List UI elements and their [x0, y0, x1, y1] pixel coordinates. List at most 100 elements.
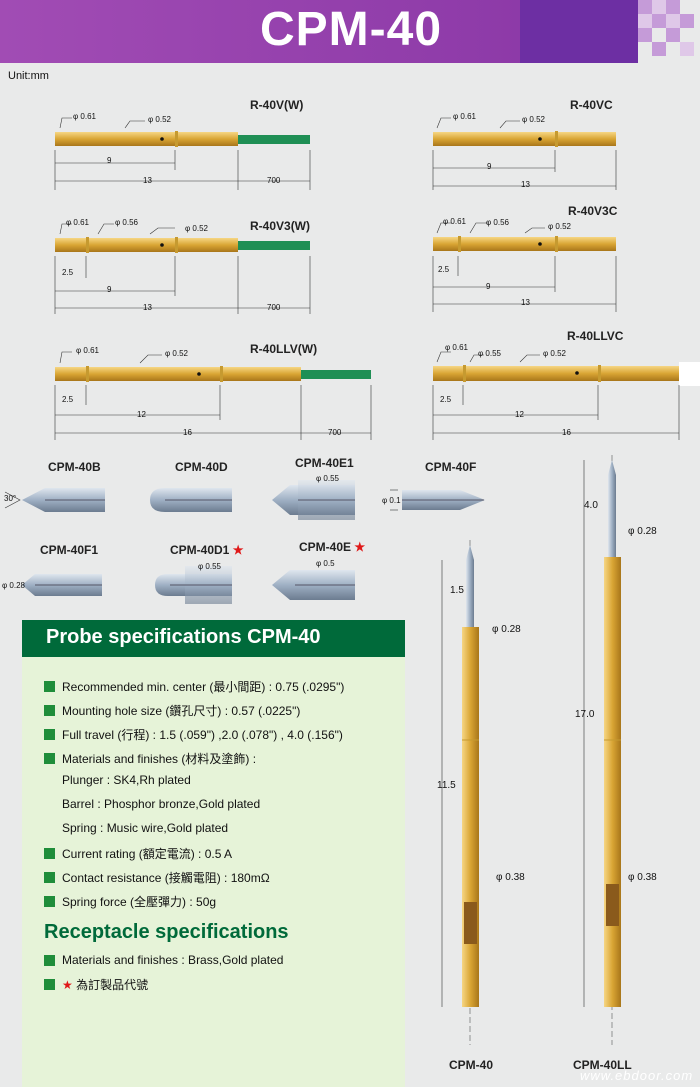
- label-tip-f: CPM-40F: [425, 460, 477, 474]
- tip-cpm40b: [4, 488, 105, 512]
- spec-item: Spring force (全壓彈力) : 50g: [44, 893, 216, 910]
- note-tip-e: φ 0.5: [316, 559, 335, 568]
- dim-r40llvc-s: 2.5: [440, 395, 452, 404]
- dim-r40vc-b: 13: [521, 180, 530, 189]
- dim-cpm40ll-tip: φ 0.28: [628, 526, 657, 537]
- tip-cpm40f1: [22, 574, 102, 596]
- spec-item: Mounting hole size (鑽孔尺寸) : 0.57 (.0225"…: [44, 702, 300, 719]
- note-tip-f1: φ 0.28: [2, 581, 25, 590]
- unit-label: Unit:mm: [8, 70, 49, 82]
- bullet-icon: [44, 979, 55, 990]
- dim-r40vw-b: 13: [143, 176, 152, 185]
- label-tip-d1: CPM-40D1 ★: [170, 543, 244, 557]
- dim-r40v3c-b: 13: [521, 298, 530, 307]
- dim-r40v3w-c: 700: [267, 303, 281, 312]
- dim-cpm40-tip: φ 0.28: [492, 624, 521, 635]
- spec-header: [22, 620, 405, 657]
- dim-r40v3c-d2: φ 0.56: [486, 218, 509, 227]
- dim-cpm40-body: 11.5: [437, 780, 456, 791]
- receptacle-item: ★ 為訂製品代號: [44, 976, 148, 993]
- label-r40vc: R-40VC: [570, 98, 613, 112]
- probe-r40vw: [54, 117, 311, 190]
- label-tip-f1: CPM-40F1: [40, 543, 99, 557]
- dim-r40vw-a: 9: [107, 156, 112, 165]
- label-tip-d: CPM-40D: [175, 460, 228, 474]
- dim-r40v3w-d1: φ 0.61: [66, 218, 89, 227]
- dim-r40v3c-a: 9: [486, 282, 491, 291]
- dim-r40llvc-d2: φ 0.55: [478, 349, 501, 358]
- spec-panel: [22, 620, 405, 1087]
- bullet-icon: [44, 753, 55, 764]
- dim-cpm40ll-body-d: φ 0.38: [628, 872, 657, 883]
- star-icon: ★: [232, 543, 244, 557]
- star-icon: ★: [62, 977, 73, 992]
- dim-r40llvw-b: 16: [183, 428, 192, 437]
- tip-cpm40e1: [272, 480, 355, 520]
- dim-r40vw-d1: φ 0.61: [73, 112, 96, 121]
- bullet-icon: [44, 848, 55, 859]
- bullet-icon: [44, 681, 55, 692]
- bullet-icon: [44, 705, 55, 716]
- tip-cpm40f: [390, 489, 485, 511]
- note-tip-b: 30°: [4, 494, 17, 503]
- label-tip-e: CPM-40E ★: [299, 540, 366, 554]
- probe-r40v3w: [54, 223, 311, 314]
- label-r40llvw: R-40LLV(W): [250, 342, 318, 356]
- dim-r40llvw-s: 2.5: [62, 395, 74, 404]
- note-tip-e1: φ 0.55: [316, 474, 339, 483]
- dim-r40v3w-b: 13: [143, 303, 152, 312]
- dim-r40v3c-d3: φ 0.52: [548, 222, 571, 231]
- vertical-probe-cpm40: [441, 540, 479, 1045]
- dim-r40llvw-c: 700: [328, 428, 342, 437]
- spec-item: Materials and finishes (材料及塗飾) :: [44, 750, 256, 767]
- label-r40llvc: R-40LLVC: [567, 329, 624, 343]
- spec-sub-item: Spring : Music wire,Gold plated: [62, 821, 229, 835]
- dim-r40llvw-d2: φ 0.52: [165, 349, 188, 358]
- probe-r40llvc: [432, 351, 700, 440]
- dim-r40vc-d1: φ 0.61: [453, 112, 476, 121]
- dim-r40v3c-s: 2.5: [438, 265, 450, 274]
- tip-cpm40e: [272, 570, 355, 600]
- dim-r40vw-d2: φ 0.52: [148, 115, 171, 124]
- dim-r40v3w-d2: φ 0.56: [115, 218, 138, 227]
- dim-cpm40-top: 1.5: [450, 585, 464, 596]
- dim-r40llvc-d1: φ 0.61: [445, 343, 468, 352]
- page-title: CPM-40: [260, 3, 443, 56]
- probe-r40vc: [432, 117, 617, 190]
- label-r40v3c: R-40V3C: [568, 204, 618, 218]
- label-tip-b: CPM-40B: [48, 460, 101, 474]
- spec-sub-item: Barrel : Phosphor bronze,Gold plated: [62, 797, 261, 811]
- watermark: www.ebdoor.com: [580, 1068, 694, 1083]
- vertical-probe-cpm40ll: [583, 455, 621, 1045]
- label-vertical-cpm40: CPM-40: [449, 1058, 494, 1072]
- receptacle-title: Receptacle specifications: [44, 921, 289, 943]
- spec-item: Current rating (額定電流) : 0.5 A: [44, 845, 232, 862]
- tip-cpm40d: [150, 488, 232, 512]
- dim-r40llvc-d3: φ 0.52: [543, 349, 566, 358]
- dim-r40vw-c: 700: [267, 176, 281, 185]
- dim-cpm40ll-body: 17.0: [575, 709, 595, 720]
- bullet-icon: [44, 872, 55, 883]
- probe-r40v3c: [432, 222, 617, 312]
- bullet-icon: [44, 729, 55, 740]
- label-vertical-cpm40ll: CPM-40LL: [573, 1058, 632, 1072]
- dim-r40vc-a: 9: [487, 162, 492, 171]
- note-tip-f: φ 0.1: [382, 496, 401, 505]
- spec-sub-item: Plunger : SK4,Rh plated: [62, 773, 191, 787]
- label-r40v3w: R-40V3(W): [250, 219, 311, 233]
- dim-cpm40ll-top: 4.0: [584, 500, 598, 511]
- dim-r40v3w-s: 2.5: [62, 268, 74, 277]
- probe-r40llvw: [54, 351, 372, 440]
- dim-r40llvw-a: 12: [137, 410, 146, 419]
- receptacle-item: Materials and finishes : Brass,Gold plat…: [44, 953, 283, 967]
- label-tip-e1: CPM-40E1: [295, 456, 354, 470]
- bullet-icon: [44, 954, 55, 966]
- dim-cpm40-body-d: φ 0.38: [496, 872, 525, 883]
- bullet-icon: [44, 896, 55, 907]
- dim-r40v3w-a: 9: [107, 285, 112, 294]
- dim-r40llvc-a: 12: [515, 410, 524, 419]
- star-icon: ★: [354, 540, 366, 554]
- spec-item: Contact resistance (接觸電阻) : 180mΩ: [44, 869, 270, 886]
- dim-r40llvw-d1: φ 0.61: [76, 346, 99, 355]
